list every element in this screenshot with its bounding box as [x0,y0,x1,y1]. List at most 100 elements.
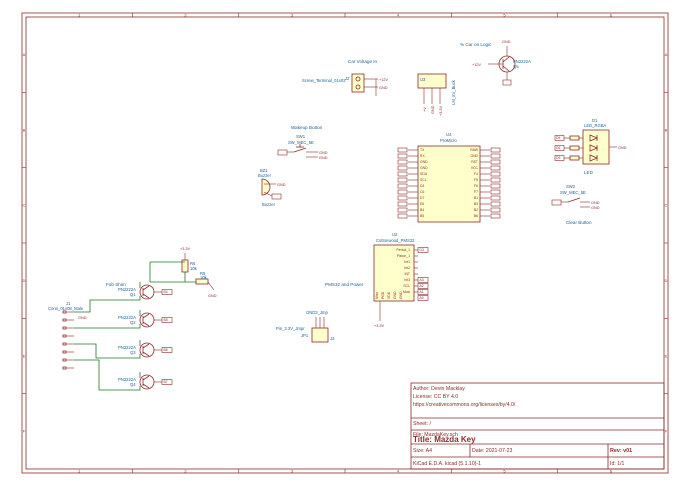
regulator-33v-net: +3.3V [439,106,443,116]
fob-transistor-ref: Q4 [130,382,136,387]
fob-wires [74,282,141,391]
r5-value: 10k [200,275,208,280]
car-on-logic-block: % Car on Logic GND +12V PN2222A Q5 [460,40,531,86]
sw2-ref: SW2 [566,184,576,189]
gnd-jumper-value: GND3_Jmp [306,310,329,315]
pms-net-flag: A0 [420,296,424,300]
wakeup-button-label: Wakeup Button [291,125,323,130]
pms-power-label: PMS32 and Power [325,282,364,287]
pms-pins: Period_1Piston_1Int1Int2INTInt3SCLMosiD3… [375,247,429,301]
tb-id: Id: 1/1 [610,461,625,467]
pms-pin: Mosi [403,290,410,294]
buzzer-caption: Buzzer [262,202,276,207]
regulator-vin-net: +V [423,107,427,112]
mcu-pin-left: SDA [420,172,428,176]
mcu-value: ProMicro [440,138,457,143]
pms-net-flag: A1 [420,290,424,294]
fob-transistor-ref: Q3 [130,350,136,355]
regulator-ref: U3 [420,77,426,82]
pms-pin: Int2 [404,266,410,270]
border-row-left: C [23,203,26,208]
pms-pin-bottom: PGD [381,291,385,299]
sw1-value: SW_MEC_5E [288,140,314,145]
pms-net-flag: A3 [420,278,424,282]
sw1-ref: SW1 [296,134,306,139]
led-body [582,129,610,165]
border-row-right: E [665,353,668,358]
border-col-top: 1 [78,12,81,17]
buzzer-body [261,178,271,196]
border-col-top: 6 [610,12,613,17]
pms-value: Cottonwood_PMS32 [376,238,415,243]
fob-net-flag: B5 [164,318,168,322]
fob-connector-ref: J1 [66,301,71,306]
border-row-right: B [665,127,668,132]
pms-pin: Int3 [404,278,410,282]
led-gnd-net: GND [618,146,627,150]
border-col-bottom: 4 [397,469,400,474]
car-voltage-gnd-net: GND [379,86,388,90]
pms-net-flag: D3 [420,248,424,252]
pms-ref: U2 [392,232,398,237]
tb-title: Title: Mazda Key [413,435,476,444]
mcu-pin-left: GND [420,166,428,170]
led-net-flag: D5 [556,136,560,140]
jumper-value: Pin_3.3V_Jmpr [276,326,305,331]
border-row-left: E [23,353,26,358]
fob-transistor-ref: Q2 [130,320,136,325]
pms-pin: SCL [403,284,410,288]
fob-shim-block: Fob Shim J1 Conn_01x08_Male B4PN2222AQ1B… [48,282,173,391]
mcu-pin-right: B6 [474,214,478,218]
mcu-pin-left: TX [420,148,425,152]
tb-rev: Rev: v01 [610,448,632,454]
led-net-flag: D6 [556,146,560,150]
mcu-pin-left: GND [420,160,428,164]
border-col-bottom: 3 [291,469,294,474]
mcu-pin-right: F4 [474,172,478,176]
jumper-ref: JP1 [301,333,309,338]
mcu-ref: U4 [446,132,452,137]
tb-tool: KiCad E.D.A. kicad (5.1.10)-1 [413,461,481,467]
border-row-right: A [665,52,668,57]
car-voltage-label: Car Voltage In [348,59,378,64]
border-row-left: F [23,429,26,434]
sw1-gnd-net-a: GND [319,151,328,155]
mcu-pin-right: VCC [471,166,479,170]
mcu-pin-right: B2 [474,208,478,212]
border-row-left: A [23,52,26,57]
tb-size: Size: A4 [413,448,432,454]
pullup-resistors: +3.3V R6 10k R5 10k GND [149,247,217,298]
fob-transistors: B4PN2222AQ1B5PN2222AQ2B6PN2222AQ3B7PN222… [118,284,173,390]
fob-shim-label: Fob Shim [106,282,126,287]
mcu-pin-left: SCL [420,178,427,182]
border-row-right: C [665,203,668,208]
border-row-right: D [665,278,668,283]
car-voltage-block: Car Voltage In Screw_Terminal_01x02 J2 +… [302,59,388,96]
led-label: LED [584,170,594,175]
pms-net-flag: A2 [420,284,424,288]
pms-pin: Int1 [404,260,410,264]
mcu-pin-left: B4 [420,208,424,212]
screw-terminal-body [351,73,365,93]
sw2-gnd-net-b: GND [591,206,600,210]
pms-pin-bottom: GND [399,291,403,299]
mcu-pin-right: RST [471,160,478,164]
r5-body [195,278,209,285]
pms-block: U2 Cottonwood_PMS32 Period_1Piston_1Int1… [325,232,429,328]
sw2-gnd-net-a: GND [591,201,600,205]
regulator-gnd-net: GND [431,105,435,114]
r5-gnd-net: GND [208,294,217,298]
mcu-pin-right: F6 [474,184,478,188]
fob-connector-value: Conn_01x08_Male [48,306,84,311]
mcu-pin-right: B3 [474,202,478,206]
border-col-bottom: 6 [610,469,613,474]
border-row-left: D [23,278,26,283]
sw2-value: SW_MEC_5E [560,190,586,195]
led-net-flag: D9 [556,156,560,160]
fob-transistor-value: PN2222A [118,315,136,320]
buzzer-ref: BZ1 [260,168,268,173]
tb-sheet: Sheet: / [413,421,431,427]
fob-transistor-value: PN2222A [118,345,136,350]
q5-ref: Q5 [513,64,519,69]
